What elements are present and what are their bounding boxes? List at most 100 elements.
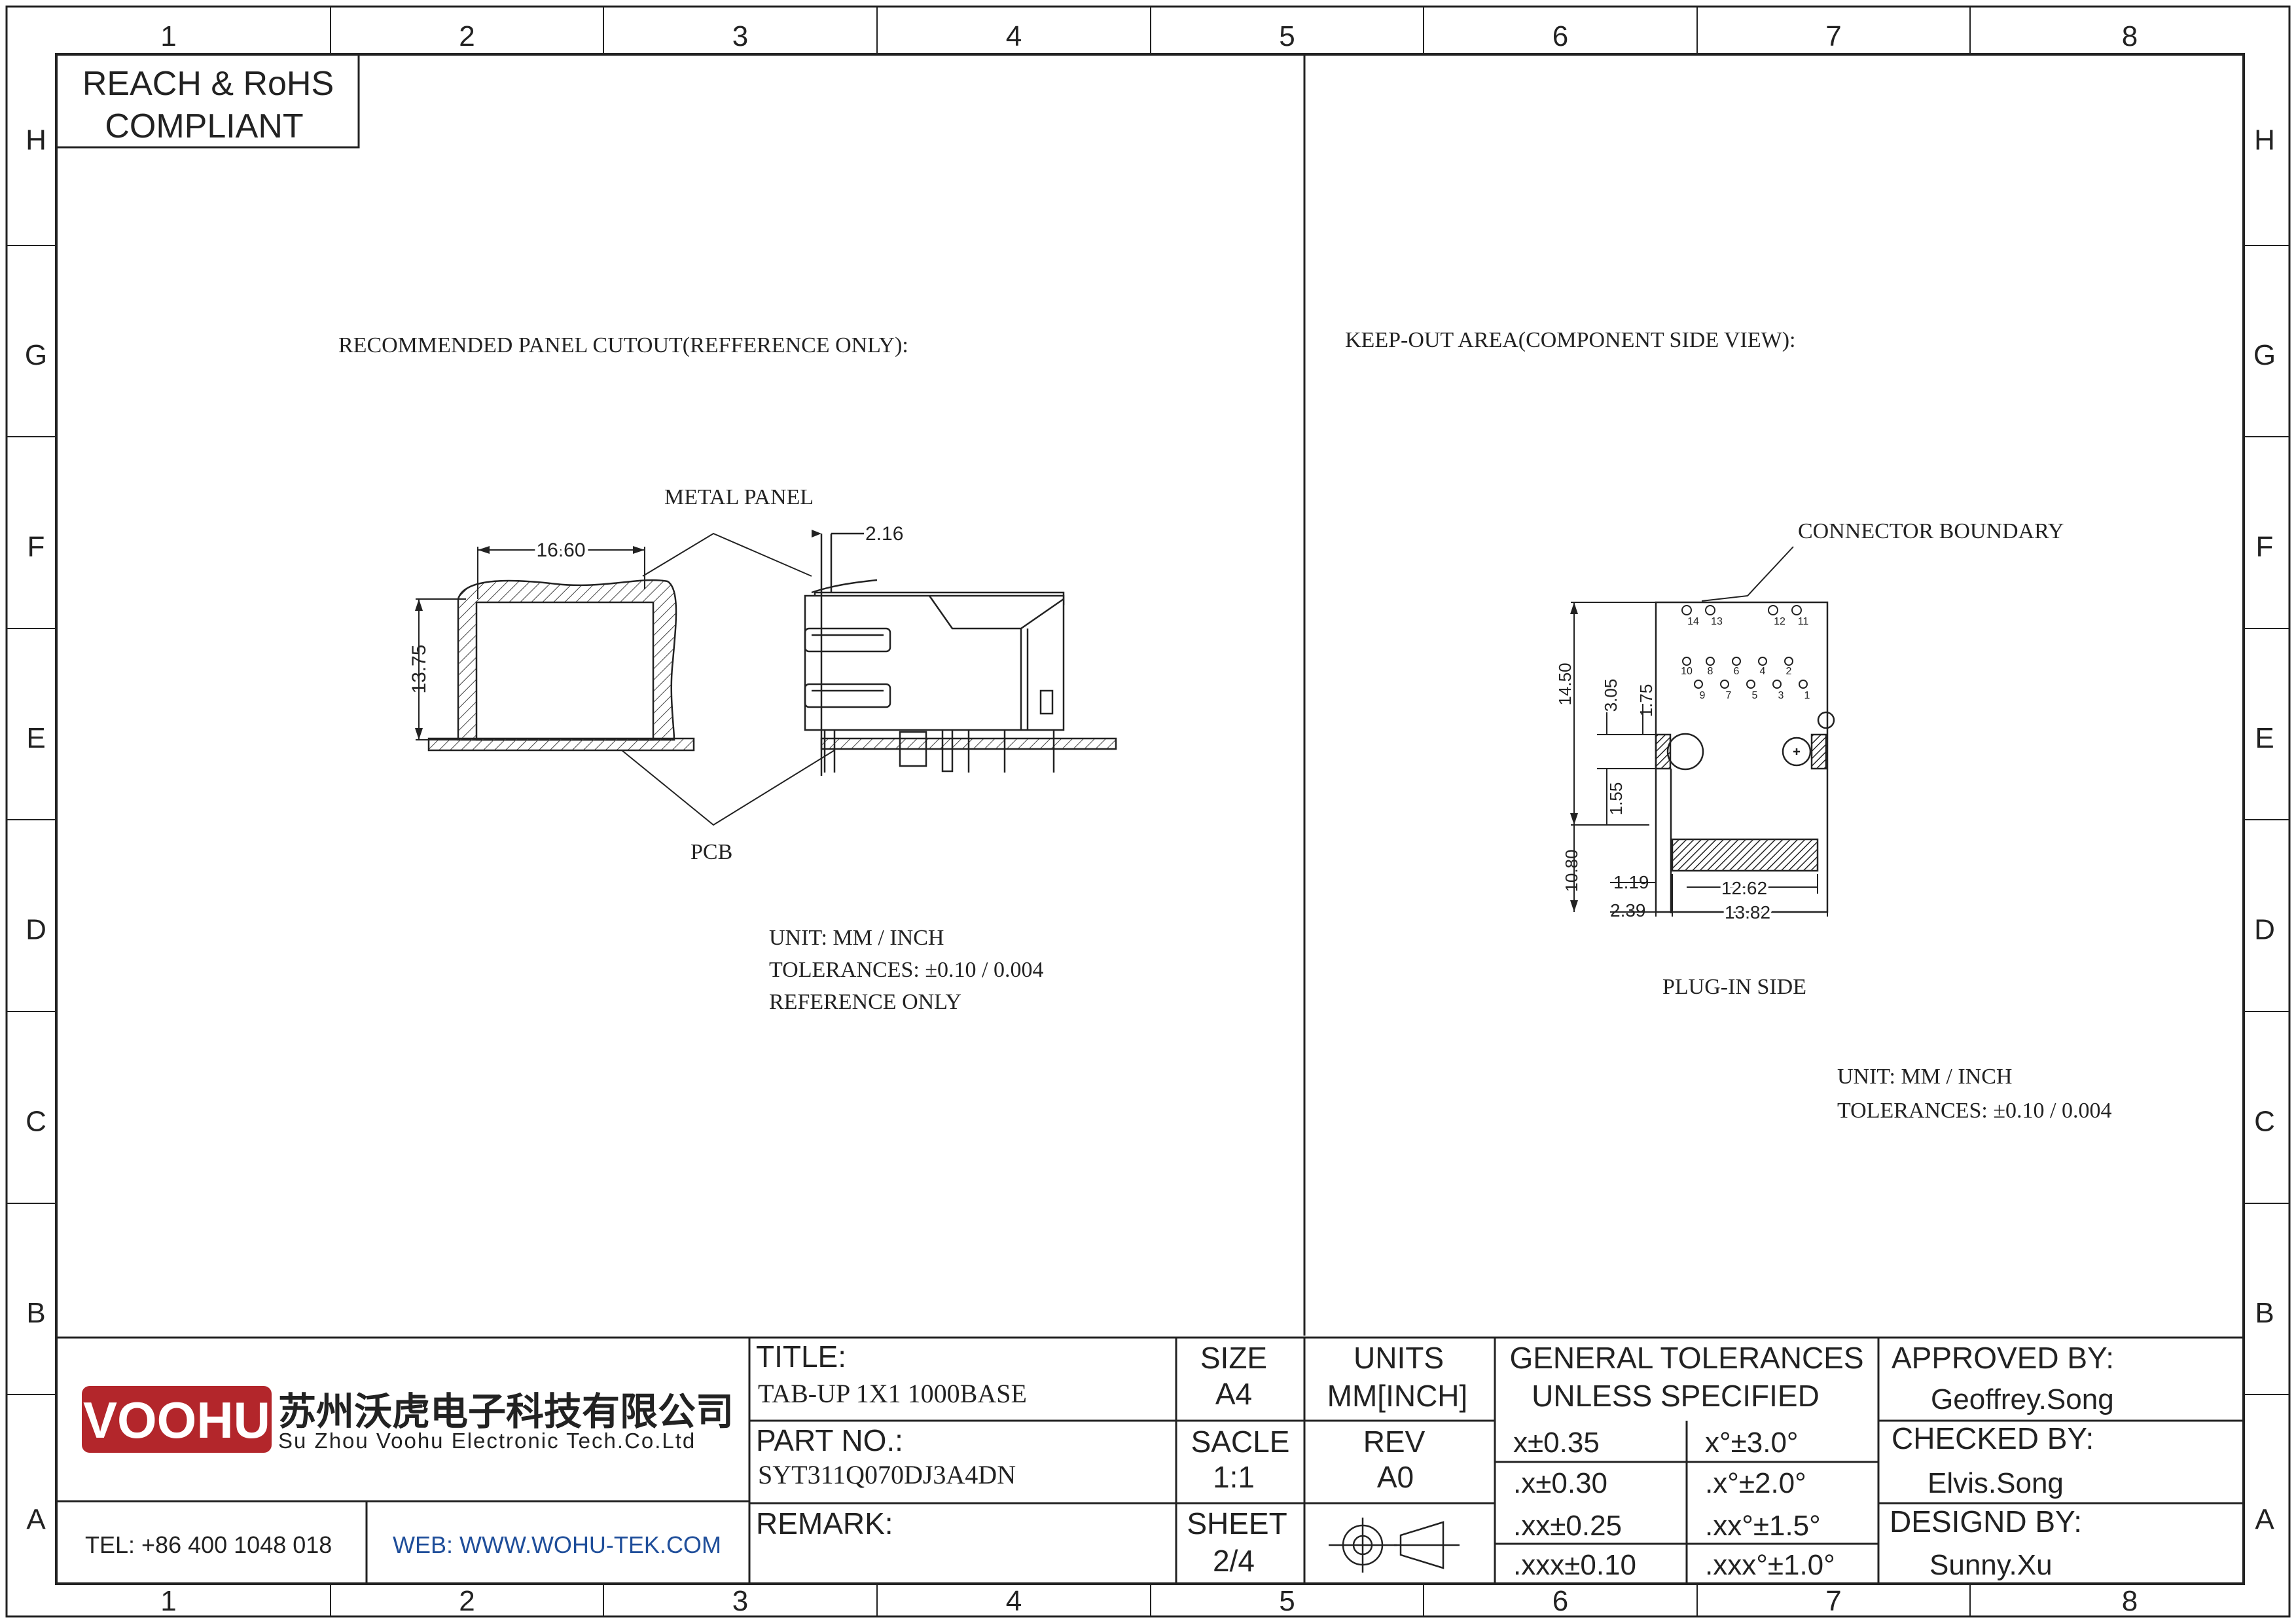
pin-11-label: 11 [1798, 616, 1809, 627]
approved-label: APPROVED BY: [1892, 1341, 2114, 1375]
dim-2-39: 2.39 [1610, 900, 1646, 921]
tol-angle-2: .xx°±1.5° [1705, 1510, 1821, 1542]
connector-side-drawing [804, 530, 1117, 776]
zone-col-7-top: 7 [1825, 20, 1841, 52]
pcb-label: PCB [691, 840, 732, 864]
zone-col-3-top: 3 [732, 20, 748, 52]
zone-col-1-bottom: 1 [160, 1585, 176, 1617]
web-text: WEB: WWW.WOHU-TEK.COM [393, 1531, 721, 1558]
tol-linear-1: .x±0.30 [1513, 1467, 1607, 1499]
leader-lines [621, 532, 835, 826]
approved-value: Geoffrey.Song [1931, 1383, 2114, 1415]
dim-13-82: 13.82 [1725, 902, 1770, 922]
pin-1-label: 1 [1804, 690, 1810, 701]
pin-6-icon [1732, 657, 1741, 666]
zone-row-D-left: D [26, 914, 46, 946]
sheet-value: 2/4 [1213, 1544, 1255, 1578]
dim-1-19: 1.19 [1613, 872, 1649, 892]
projection-symbol-icon [1329, 1518, 1460, 1573]
designed-value: Sunny.Xu [1929, 1549, 2053, 1581]
checked-value: Elvis.Song [1928, 1467, 2064, 1499]
right-tolerance-note: TOLERANCES: ±0.10 / 0.004 [1837, 1099, 2111, 1123]
zone-row-D-right: D [2254, 914, 2275, 946]
keep-out-view: KEEP-OUT AREA(COMPONENT SIDE VIEW): CONN… [1345, 328, 2111, 1123]
checked-label: CHECKED BY: [1892, 1421, 2094, 1455]
sheet-label: SHEET [1187, 1506, 1287, 1541]
panel-cutout-view: RECOMMENDED PANEL CUTOUT(REFFERENCE ONLY… [338, 333, 1117, 1014]
zone-row-C-left: C [26, 1106, 46, 1138]
part-label: PART NO.: [756, 1423, 903, 1457]
pin-2-label: 2 [1786, 666, 1792, 677]
pin-5-icon [1746, 680, 1755, 689]
zone-col-3-bottom: 3 [732, 1585, 748, 1617]
size-label: SIZE [1200, 1341, 1267, 1375]
left-tolerance-note: TOLERANCES: ±0.10 / 0.004 [769, 958, 1043, 982]
units-label: UNITS [1354, 1341, 1444, 1375]
pin-10-label: 10 [1681, 666, 1693, 677]
zone-row-B-right: B [2255, 1297, 2274, 1329]
dim-14-50: 14.50 [1555, 663, 1575, 705]
dim-3-05: 3.05 [1601, 679, 1621, 712]
plug-in-side-label: PLUG-IN SIDE [1662, 975, 1806, 999]
pin-12-label: 12 [1774, 616, 1785, 627]
zone-row-G-left: G [25, 339, 47, 371]
title-block-lines [56, 1336, 2244, 1584]
part-value: SYT311Q070DJ3A4DN [758, 1460, 1016, 1489]
tol-angle-1: .x°±2.0° [1705, 1467, 1806, 1499]
pin-7-label: 7 [1726, 690, 1732, 701]
zone-col-8-top: 8 [2122, 20, 2138, 52]
panel-cutout-title: RECOMMENDED PANEL CUTOUT(REFFERENCE ONLY… [338, 333, 908, 357]
units-value: MM[INCH] [1327, 1379, 1468, 1413]
tol-angle-3: .xxx°±1.0° [1705, 1549, 1835, 1581]
compliance-box: REACH & RoHS COMPLIANT [56, 54, 360, 149]
dim-panel-thickness: 2.16 [865, 523, 903, 545]
zone-row-A-right: A [2255, 1504, 2274, 1536]
zone-row-G-right: G [2253, 339, 2276, 371]
pin-4-icon [1758, 657, 1767, 666]
zone-col-4-top: 4 [1006, 20, 1022, 52]
pin-8-label: 8 [1708, 666, 1713, 677]
zone-col-2-bottom: 2 [459, 1585, 475, 1617]
tolerance-header-1: GENERAL TOLERANCES [1509, 1341, 1863, 1375]
right-unit-note: UNIT: MM / INCH [1837, 1065, 2012, 1089]
connector-boundary-label: CONNECTOR BOUNDARY [1798, 519, 2064, 543]
size-value: A4 [1215, 1377, 1252, 1411]
tel-text: TEL: +86 400 1048 018 [85, 1531, 332, 1558]
pin-5-label: 5 [1752, 690, 1758, 701]
zone-col-5-bottom: 5 [1279, 1585, 1295, 1617]
tolerance-header-2: UNLESS SPECIFIED [1532, 1379, 1820, 1413]
pin-4-label: 4 [1760, 666, 1766, 677]
zone-col-2-top: 2 [459, 20, 475, 52]
zone-row-E-left: E [26, 722, 45, 754]
company-name-en: Su Zhou Voohu Electronic Tech.Co.Ltd [278, 1429, 696, 1453]
zone-col-4-bottom: 4 [1006, 1585, 1022, 1617]
pin-9-icon [1694, 680, 1703, 689]
compliance-line1: REACH & RoHS [82, 65, 334, 103]
pin-10-icon [1682, 657, 1691, 666]
zone-row-B-left: B [26, 1297, 45, 1329]
pin-14-label: 14 [1687, 616, 1699, 627]
dim-10-80: 10.80 [1562, 849, 1581, 892]
dim-12-62: 12.62 [1721, 878, 1767, 898]
scale-label: SACLE [1191, 1425, 1290, 1459]
voohu-logo: VOOHU [82, 1386, 272, 1453]
pin-8-icon [1706, 657, 1715, 666]
dim-width: 16.60 [536, 539, 585, 561]
footprint-drawing [1570, 601, 1835, 917]
metal-panel-label: METAL PANEL [664, 485, 814, 509]
zone-col-7-bottom: 7 [1825, 1585, 1841, 1617]
zone-row-C-right: C [2254, 1106, 2275, 1138]
pin-14-icon [1681, 605, 1692, 615]
zone-row-F-right: F [2256, 531, 2274, 563]
zone-col-8-bottom: 8 [2122, 1585, 2138, 1617]
tol-angle-0: x°±3.0° [1705, 1427, 1799, 1459]
pin-1-icon [1799, 680, 1808, 689]
title-value: TAB-UP 1X1 1000BASE [758, 1379, 1027, 1408]
pin-3-label: 3 [1778, 690, 1784, 701]
pin-12-icon [1768, 605, 1778, 615]
pin-11-icon [1791, 605, 1802, 615]
left-reference-note: REFERENCE ONLY [769, 990, 961, 1014]
